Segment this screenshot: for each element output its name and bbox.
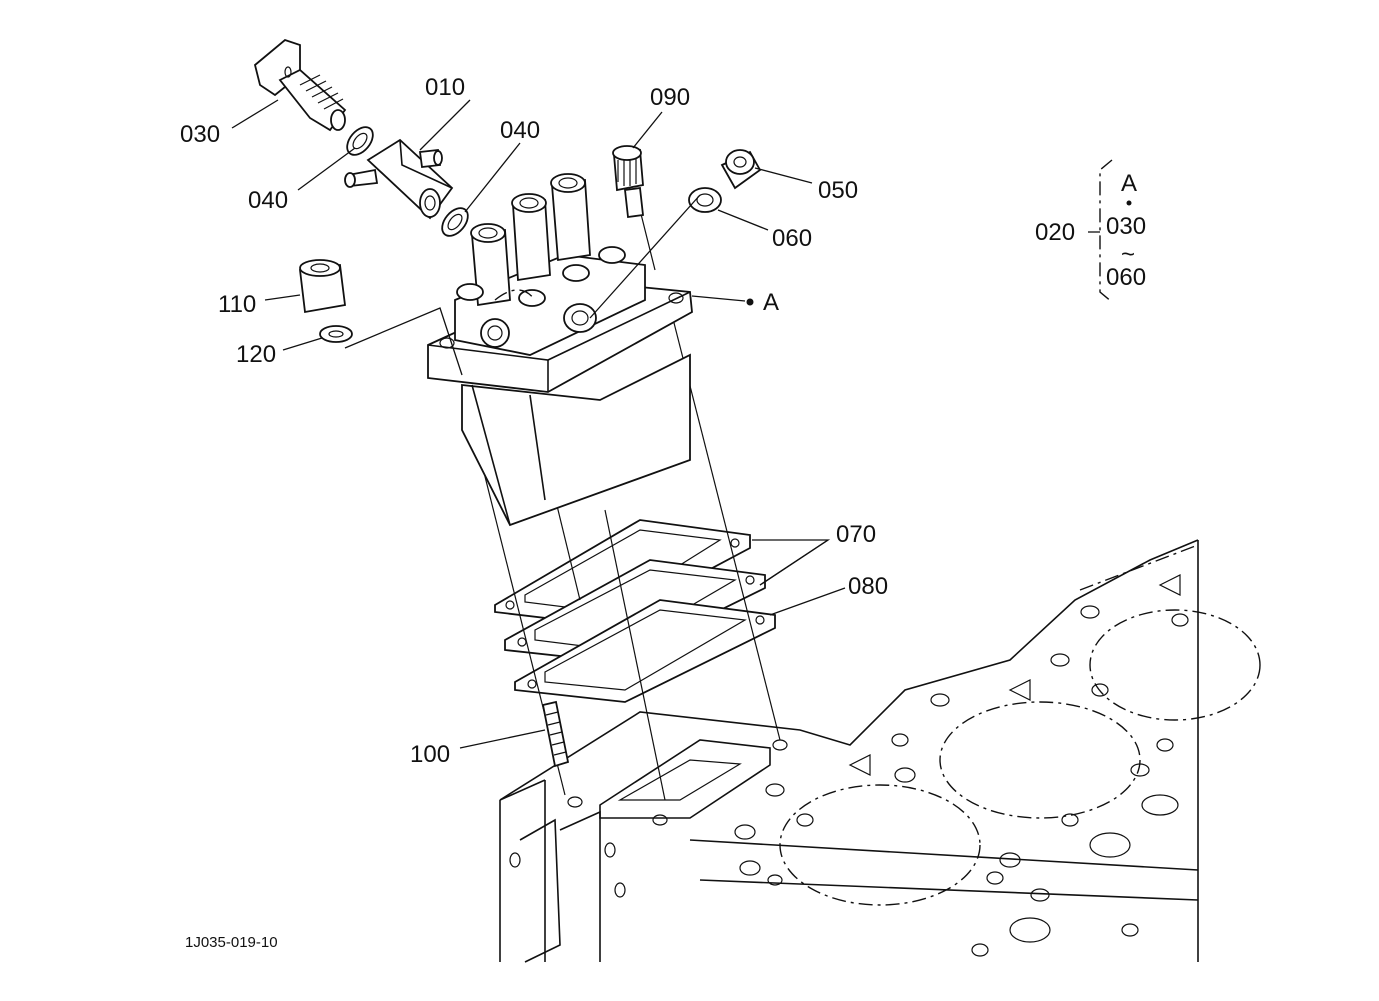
plug-screw-050: [720, 149, 762, 190]
label-100: 100: [410, 741, 450, 768]
delivery-valve-holders: [470, 173, 591, 307]
label-marker-a: A: [763, 289, 779, 316]
label-080: 080: [848, 573, 888, 600]
label-060: 060: [772, 225, 812, 252]
bleed-screw-090: [612, 145, 644, 219]
injection-pump: [427, 173, 693, 527]
block-holes: [509, 605, 1189, 957]
drawing-code: 1J035-019-10: [185, 934, 278, 951]
label-010: 010: [425, 74, 465, 101]
stud-bolt-100: [541, 700, 570, 768]
part-labels: 010 030 040 040 090 050 060 110 120 A 07…: [180, 74, 1075, 768]
marker-a-dot: [746, 298, 754, 306]
label-120: 120: [236, 341, 276, 368]
label-040-a: 040: [248, 187, 288, 214]
leader-lines: [231, 99, 1100, 749]
assembly-legend: A 030 ~ 060: [1106, 170, 1146, 291]
label-040-b: 040: [500, 117, 540, 144]
label-020: 020: [1035, 219, 1075, 246]
washer-040-b: [441, 207, 469, 237]
legend-range-start: 030: [1106, 213, 1146, 240]
gasket-080: [514, 599, 776, 703]
label-090: 090: [650, 84, 690, 111]
washer-120: [319, 325, 353, 343]
legend-range-end: 060: [1106, 264, 1146, 291]
legend-range-sep: ~: [1121, 241, 1135, 268]
legend-ref-a: A: [1121, 170, 1137, 197]
washer-040-a: [346, 126, 374, 156]
label-050: 050: [818, 177, 858, 204]
label-030: 030: [180, 121, 220, 148]
gasket-060: [688, 187, 722, 213]
label-110: 110: [218, 291, 256, 318]
assembly-bracket: [1099, 159, 1132, 303]
collar-110: [299, 259, 346, 314]
label-070: 070: [836, 521, 876, 548]
banjo-fitting-010: [344, 138, 454, 220]
engine-block: [499, 539, 1261, 963]
banjo-bolt-030: [253, 38, 347, 132]
